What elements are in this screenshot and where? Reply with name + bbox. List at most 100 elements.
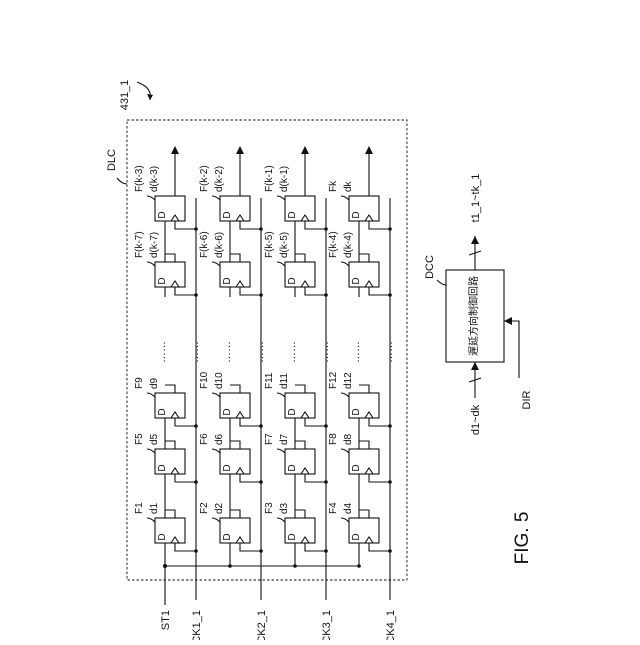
junction-dot — [259, 549, 263, 553]
start-signal-label: ST1 — [160, 610, 172, 630]
output-bus-label: t1_1~tk_1 — [470, 174, 482, 223]
junction-dot — [388, 424, 392, 428]
ff-d-pin-label: D — [351, 533, 362, 540]
ff-clock-tap — [305, 221, 326, 229]
ff-clock-tap — [175, 418, 196, 426]
ff-clock-tap — [240, 543, 261, 551]
ff-clock-tap — [369, 221, 390, 229]
ff-name-label: F1 — [134, 502, 145, 514]
ff-name-leader — [341, 196, 349, 200]
junction-dot — [194, 549, 198, 553]
junction-dot — [194, 480, 198, 484]
ff-d-pin-label: D — [351, 211, 362, 218]
final-output-arrowhead — [236, 146, 244, 154]
ff-name-leader — [147, 262, 155, 266]
ff-output-label: d(k-6) — [214, 232, 225, 258]
ff-d-pin-label: D — [222, 211, 233, 218]
ff-name-leader — [277, 518, 285, 522]
junction-dot — [293, 564, 297, 568]
dir-input-label: DIR — [521, 390, 533, 409]
direction-control-label: DCC — [424, 255, 436, 279]
final-output-arrowhead — [301, 146, 309, 154]
ff-name-label: F(k-5) — [264, 231, 275, 258]
ff-output-label: d(k-1) — [279, 166, 290, 192]
ff-name-leader — [277, 262, 285, 266]
delay-line-label: DLC — [106, 149, 118, 171]
ff-name-label: F12 — [328, 371, 339, 389]
junction-dot — [324, 480, 328, 484]
ff-name-label: F5 — [134, 433, 145, 445]
junction-dot — [163, 564, 167, 568]
ff-name-leader — [147, 518, 155, 522]
ff-name-leader — [212, 262, 220, 266]
final-output-arrowhead — [171, 146, 179, 154]
ff-output-label: d(k-2) — [214, 166, 225, 192]
junction-dot — [388, 549, 392, 553]
ff-name-leader — [341, 449, 349, 453]
ff-output-wire — [165, 254, 175, 262]
ff-output-wire — [295, 254, 305, 262]
ellipsis-dots: …… — [189, 341, 201, 363]
dir-input-line — [504, 321, 519, 378]
ff-d-pin-label: D — [287, 277, 298, 284]
ff-output-label: d(k-5) — [279, 232, 290, 258]
junction-dot — [324, 227, 328, 231]
ff-clock-tap — [175, 543, 196, 551]
ff-d-pin-label: D — [157, 277, 168, 284]
ff-d-pin-label: D — [287, 464, 298, 471]
junction-dot — [194, 424, 198, 428]
ff-name-leader — [341, 393, 349, 397]
ff-name-label: F(k-3) — [134, 165, 145, 192]
junction-dot — [357, 564, 361, 568]
ff-d-pin-label: D — [222, 464, 233, 471]
ff-output-label: d7 — [279, 433, 290, 445]
ff-name-leader — [147, 196, 155, 200]
dir-input-arrowhead — [504, 317, 512, 325]
ff-d-pin-label: D — [222, 277, 233, 284]
ff-output-label: d4 — [343, 502, 354, 514]
junction-dot — [228, 564, 232, 568]
junction-dot — [194, 293, 198, 297]
ff-d-pin-label: D — [287, 211, 298, 218]
junction-dot — [388, 227, 392, 231]
ff-name-label: F3 — [264, 502, 275, 514]
clock-label-4: CK4_1 — [385, 610, 397, 640]
ff-output-wire — [165, 385, 175, 393]
junction-dot — [259, 480, 263, 484]
ff-name-leader — [277, 393, 285, 397]
ff-output-wire — [165, 441, 175, 449]
ff-output-label: d11 — [279, 373, 290, 389]
ellipsis-dots: …… — [286, 341, 298, 363]
ff-clock-tap — [175, 474, 196, 482]
ff-output-wire — [230, 441, 240, 449]
ff-clock-tap — [305, 474, 326, 482]
ff-name-leader — [212, 196, 220, 200]
ff-name-label: F10 — [199, 371, 210, 389]
ff-name-label: F4 — [328, 502, 339, 514]
ff-output-wire — [359, 385, 369, 393]
ff-output-label: d(k-4) — [343, 232, 354, 258]
ff-output-wire — [295, 510, 305, 518]
ff-name-label: F(k-7) — [134, 231, 145, 258]
final-output-arrowhead — [365, 146, 373, 154]
reference-leader — [137, 82, 150, 100]
ff-output-wire — [230, 385, 240, 393]
ellipsis-dots: …… — [156, 341, 168, 363]
ff-output-label: d(k-3) — [149, 166, 160, 192]
ff-d-pin-label: D — [157, 211, 168, 218]
ff-d-pin-label: D — [157, 464, 168, 471]
ff-output-label: d6 — [214, 433, 225, 445]
ff-d-pin-label: D — [287, 533, 298, 540]
ff-clock-tap — [240, 221, 261, 229]
ff-output-label: d8 — [343, 433, 354, 445]
ff-name-leader — [212, 393, 220, 397]
ff-output-label: d9 — [149, 377, 160, 389]
ff-output-label: d2 — [214, 502, 225, 514]
ff-name-label: F7 — [264, 433, 275, 445]
ff-name-leader — [212, 518, 220, 522]
figure-caption: FIG. 5 — [512, 512, 533, 565]
ff-name-label: F8 — [328, 433, 339, 445]
ff-name-label: F9 — [134, 377, 145, 389]
ff-output-label: d10 — [214, 372, 225, 389]
